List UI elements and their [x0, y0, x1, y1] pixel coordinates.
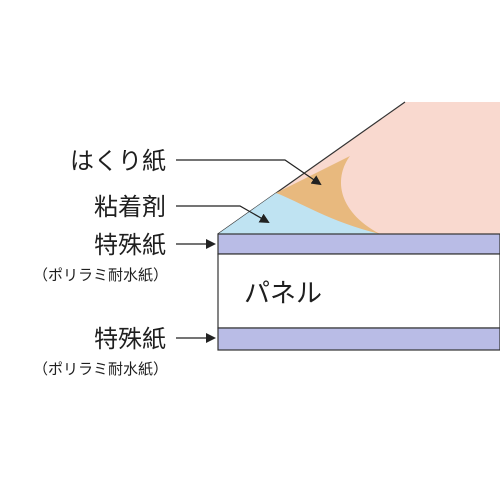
label-special-paper-top-note: （ポリラミ耐水紙）	[33, 266, 168, 284]
label-special-paper-top: 特殊紙	[94, 231, 166, 259]
adhesive-layer	[218, 193, 380, 234]
label-special-paper-bottom-note: （ポリラミ耐水紙）	[33, 360, 168, 378]
label-special-paper-bottom: 特殊紙	[94, 325, 166, 353]
special-paper-bottom-layer	[217, 327, 500, 351]
release-paper-curl	[276, 156, 380, 234]
label-panel: パネル	[244, 279, 322, 309]
adhesive-leader	[176, 205, 270, 223]
special-paper-top-layer	[217, 233, 500, 255]
label-release-paper: はくり紙	[70, 147, 166, 175]
label-adhesive: 粘着剤	[94, 193, 166, 221]
panel-core	[217, 253, 500, 329]
release-paper-leader	[176, 159, 322, 186]
